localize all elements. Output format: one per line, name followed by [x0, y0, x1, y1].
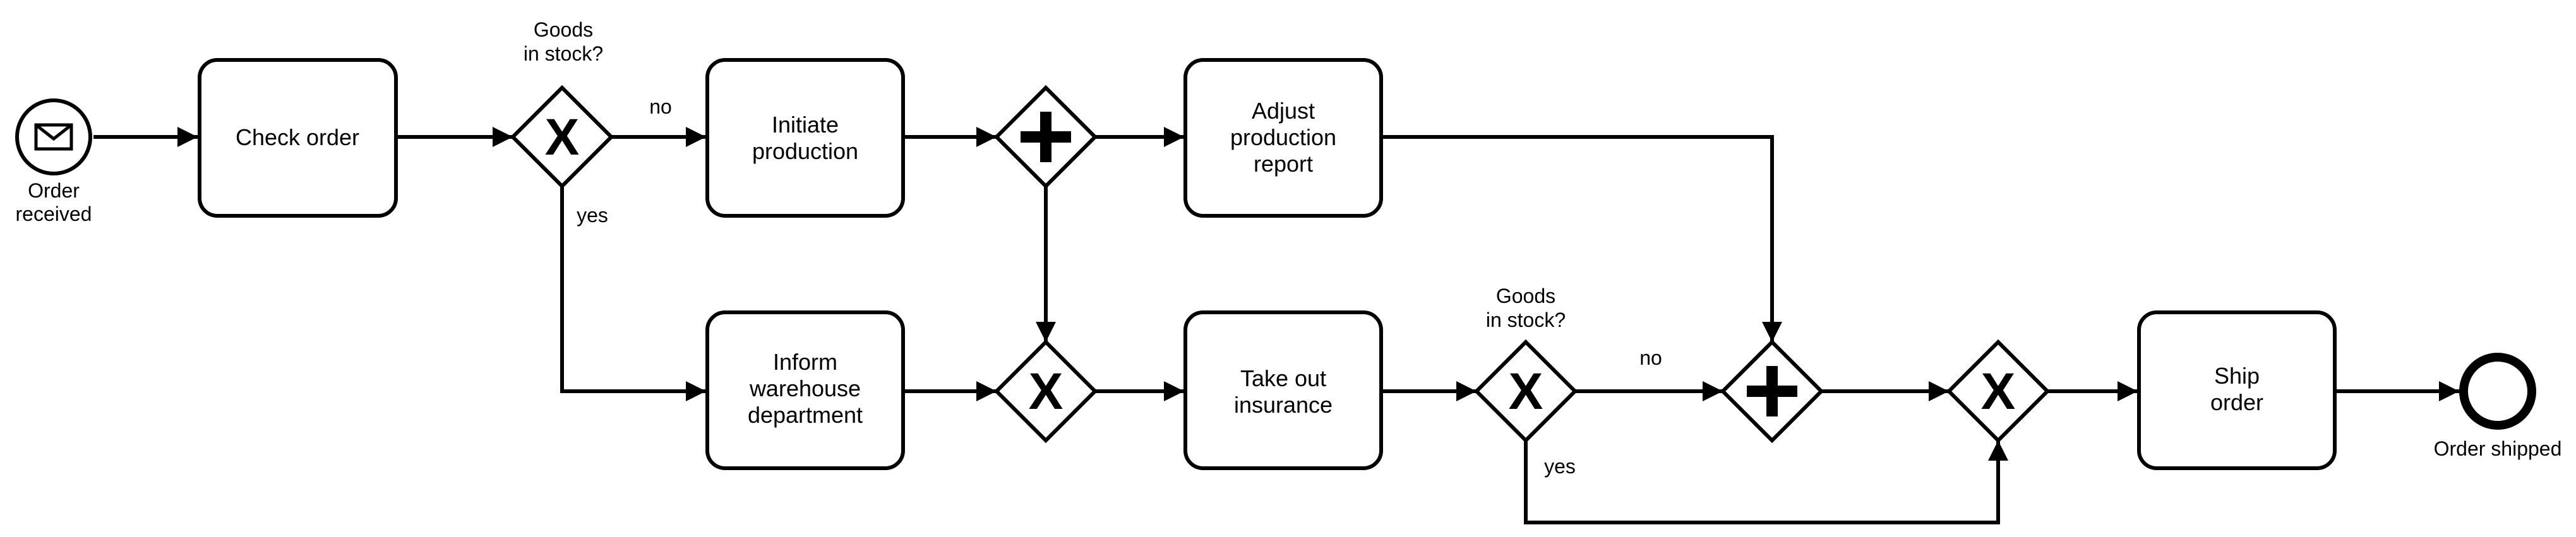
task-initiate-production-label-line-2: production	[752, 138, 858, 164]
task-inform-warehouse-label-line-3: department	[748, 402, 863, 428]
exclusive-gateway-merge[interactable]: X	[993, 339, 1098, 444]
task-adjust-report-label-line-1: Adjust	[1252, 98, 1315, 124]
start-event-label-line-1: Order	[28, 179, 80, 202]
task-ship-order[interactable]: Ship order	[2137, 310, 2337, 470]
exclusive-gateway-final-symbol: X	[1981, 363, 2016, 420]
task-take-insurance-label-line-1: Take out	[1240, 365, 1326, 391]
flow-gateway1-yes	[560, 186, 706, 401]
task-check-order[interactable]: Check order	[198, 58, 398, 218]
task-initiate-production-label-line-1: Initiate	[772, 112, 839, 138]
task-adjust-report-label-line-3: report	[1254, 151, 1313, 177]
exclusive-gateway-merge-symbol: X	[1029, 363, 1063, 420]
exclusive-gateway-final[interactable]: X	[1946, 339, 2051, 444]
gateway-goods-in-stock-1-label-line-2: in stock?	[524, 42, 603, 65]
envelope-icon	[34, 123, 73, 151]
task-adjust-report-label-line-2: production	[1230, 124, 1336, 150]
task-check-order-label: Check order	[236, 124, 359, 150]
gateway-goods-in-stock-2-label-line-2: in stock?	[1486, 309, 1566, 331]
gateway-goods-in-stock-1[interactable]: X	[510, 85, 614, 189]
parallel-gateway-split[interactable]	[993, 85, 1098, 189]
gateway-goods-in-stock-2[interactable]: X	[1473, 339, 1578, 444]
start-event[interactable]: Order received	[15, 98, 92, 225]
end-event[interactable]	[2459, 353, 2536, 430]
parallel-plus-icon	[1747, 366, 1797, 416]
task-take-out-insurance[interactable]: Take out insurance	[1183, 310, 1383, 470]
task-inform-warehouse-label-line-1: Inform	[773, 349, 837, 375]
flow-label-no-2: no	[1639, 346, 1662, 369]
flow-adjust-to-parallel2	[1381, 135, 1782, 342]
task-inform-warehouse-label-line-2: warehouse	[749, 375, 861, 401]
task-inform-warehouse[interactable]: Inform warehouse department	[705, 310, 905, 470]
end-event-label: Order shipped	[2434, 437, 2562, 460]
flow-label-no-1: no	[649, 95, 672, 118]
parallel-plus-icon	[1021, 112, 1071, 162]
task-ship-order-label-line-2: order	[2210, 389, 2263, 415]
task-take-insurance-label-line-2: insurance	[1234, 392, 1333, 418]
gateway-goods-in-stock-2-label-line-1: Goods	[1496, 285, 1555, 307]
task-adjust-production-report[interactable]: Adjust production report	[1183, 58, 1383, 218]
gateway-goods-in-stock-2-symbol: X	[1509, 363, 1543, 420]
task-ship-order-label-line-1: Ship	[2214, 363, 2260, 389]
parallel-gateway-join[interactable]	[1720, 339, 1824, 444]
flow-label-yes-1: yes	[577, 204, 608, 227]
flow-label-yes-2: yes	[1544, 455, 1576, 478]
gateway-goods-in-stock-1-label-line-1: Goods	[534, 18, 593, 41]
sequence-flows	[93, 127, 2459, 524]
flow-gateway3-yes	[1524, 440, 2008, 524]
start-event-label-line-2: received	[16, 203, 92, 225]
gateway-goods-in-stock-1-symbol: X	[545, 109, 580, 166]
task-initiate-production[interactable]: Initiate production	[705, 58, 905, 218]
